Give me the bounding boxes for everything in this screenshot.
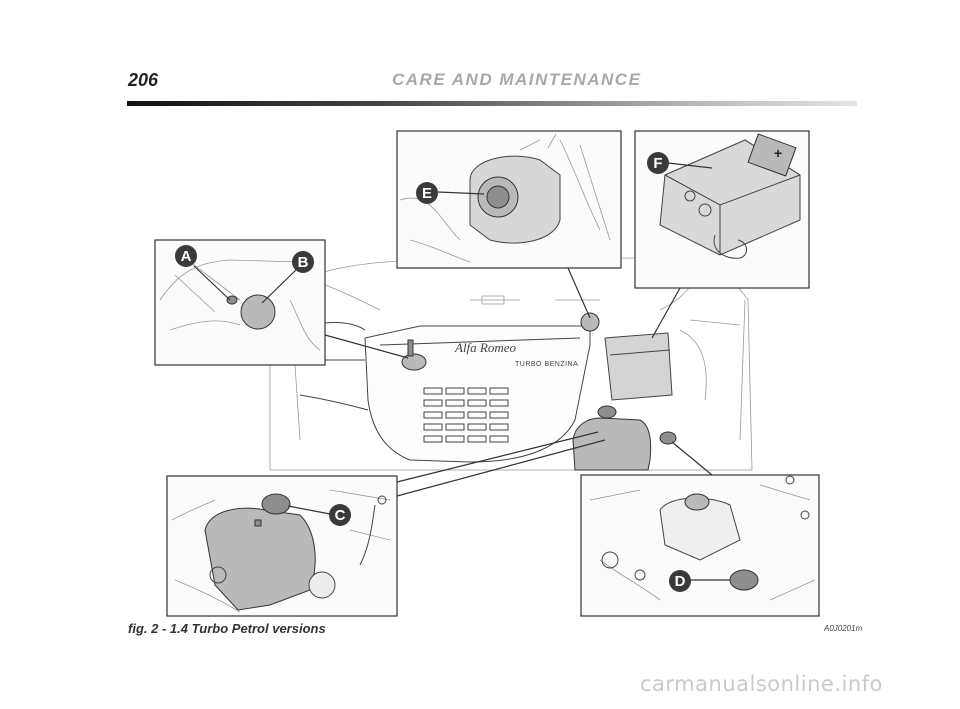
- callout-e: E: [416, 182, 438, 204]
- engine-bay-drawing: Alfa Romeo TURBO BENZINA: [269, 257, 753, 471]
- leader-to-d-inset: [671, 441, 713, 476]
- svg-text:F: F: [653, 155, 662, 172]
- svg-text:C: C: [335, 507, 346, 524]
- engine-cover-text: TURBO BENZINA: [515, 361, 578, 368]
- figure-code: A0J0201m: [824, 624, 863, 633]
- callout-c: C: [329, 504, 351, 526]
- callout-a: A: [175, 245, 197, 267]
- svg-text:A: A: [181, 248, 192, 265]
- header-rule: [127, 101, 857, 106]
- leader-to-f-inset: [651, 287, 681, 339]
- leader-to-c-inset-2: [396, 439, 606, 497]
- page-number: 206: [128, 70, 159, 90]
- inset-f: + F: [634, 130, 810, 289]
- svg-text:B: B: [298, 254, 309, 271]
- callout-d: D: [669, 570, 691, 592]
- callout-b: B: [292, 251, 314, 273]
- leader-to-c-inset-1: [396, 431, 599, 483]
- inset-ab: A B: [154, 239, 326, 366]
- leader-to-ab-inset: [324, 334, 409, 359]
- inset-d: D: [580, 474, 820, 617]
- figure-caption: fig. 2 - 1.4 Turbo Petrol versions: [128, 621, 326, 636]
- engine-cover-logo: Alfa Romeo: [454, 340, 517, 355]
- section-title: CARE AND MAINTENANCE: [392, 70, 642, 89]
- inset-c: C: [166, 475, 398, 617]
- callout-f: F: [647, 152, 669, 174]
- inset-e: E: [396, 130, 622, 269]
- watermark: carmanualsonline.info: [640, 672, 883, 696]
- svg-text:D: D: [675, 573, 686, 590]
- leader-to-e-inset: [567, 267, 591, 319]
- svg-text:E: E: [422, 185, 432, 202]
- battery-plus-symbol: +: [774, 145, 782, 161]
- engine-cover-grille: [423, 387, 509, 443]
